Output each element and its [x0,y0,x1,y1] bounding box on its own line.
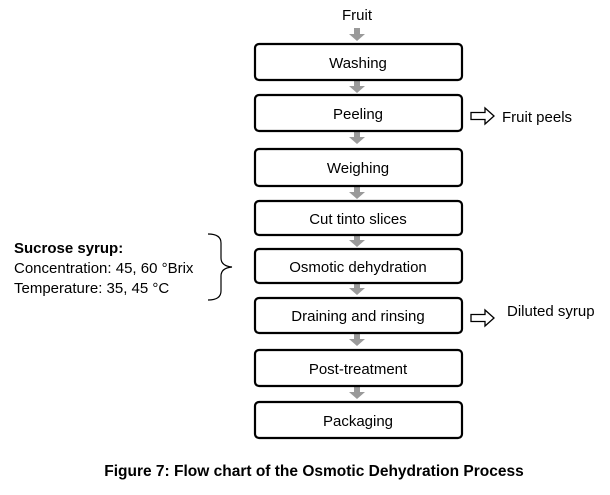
output-arrow-fruit-peels [470,106,495,126]
arrow-peeling-weighing [349,132,365,144]
step-label-draining-rinsing: Draining and rinsing [291,308,424,325]
arrow-osmotic-draining [349,283,365,295]
step-box-draining-rinsing [253,296,464,335]
arrow-cut-osmotic [349,236,365,247]
syrup-concentration: Concentration: 45, 60 °Brix [14,260,194,277]
step-label-weighing: Weighing [327,160,389,177]
step-label-osmotic-dehydration: Osmotic dehydration [289,259,427,276]
figure-caption: Figure 7: Flow chart of the Osmotic Dehy… [104,463,523,480]
step-box-weighing [253,147,464,188]
output-label-diluted-syrup: Diluted syrup [507,303,595,320]
step-box-washing [253,42,464,82]
step-label-cut-slices: Cut tinto slices [309,211,407,228]
step-label-washing: Washing [329,55,387,72]
step-box-osmotic-dehydration [253,247,464,285]
step-box-post-treatment [253,348,464,388]
syrup-brace [207,233,233,301]
arrow-draining-post [349,334,365,346]
step-label-peeling: Peeling [333,106,383,123]
output-label-fruit-peels: Fruit peels [502,109,572,126]
connector-arrows [349,28,365,399]
syrup-title: Sucrose syrup: [14,240,123,257]
syrup-temperature: Temperature: 35, 45 °C [14,280,169,297]
arrow-fruit-washing [349,28,365,41]
step-box-packaging [253,400,464,440]
step-label-post-treatment: Post-treatment [309,361,408,378]
input-fruit-label: Fruit [342,7,373,24]
output-arrow-diluted-syrup [470,308,495,328]
arrow-washing-peeling [349,81,365,93]
arrow-weighing-cut [349,187,365,199]
step-box-peeling [253,93,464,133]
step-label-packaging: Packaging [323,413,393,430]
step-box-cut-slices [253,199,464,237]
arrow-post-packaging [349,387,365,399]
